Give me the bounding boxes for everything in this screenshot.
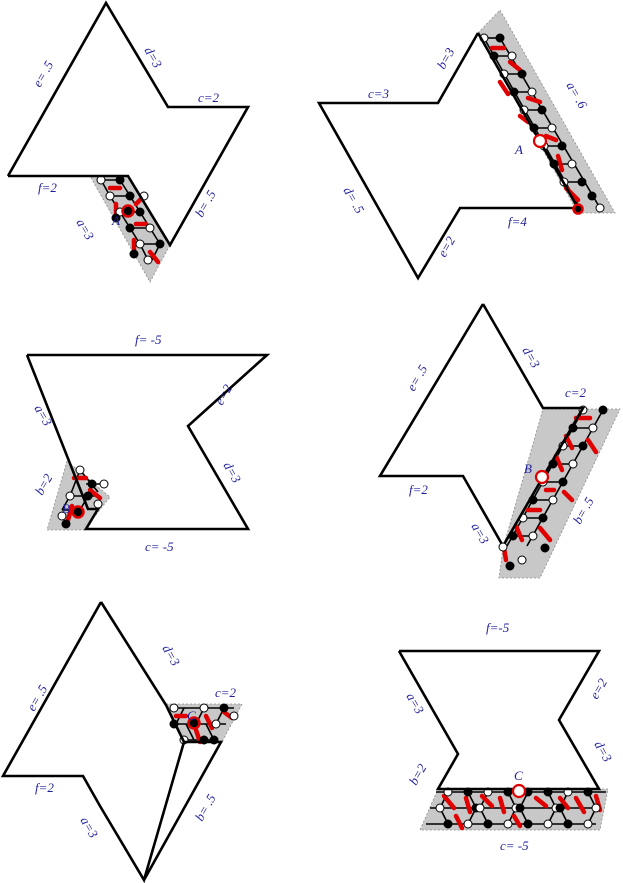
panel-1: e= .5 d=3 c=2 f=2 b= .5 a=3 A [6,0,251,283]
panel-2-label-e: e=2 [435,233,459,259]
panel-5-outline-right [142,740,224,881]
panel-4-point-marker [534,469,550,485]
panel-6-label-d: d=3 [591,738,615,765]
panel-5-lattice [169,703,239,745]
panel-2-label-c: c=3 [368,86,390,101]
panel-5: d=3 c=2 e= .5 f=2 b= .5 a=3 C [0,601,243,883]
panel-5-label-b: b= .5 [192,791,219,823]
panel-3-label-c: c= -5 [145,539,174,554]
panel-4-shaded-strip [498,408,621,579]
panel-5-point-marker [187,716,201,730]
panel-1-point-label: A [111,213,120,228]
panel-3: f= -5 e=2 a=3 d=3 b=2 c= -5 B [25,332,271,554]
panel-5-label-a: a=3 [77,814,101,841]
panel-6-point-label: C [514,768,523,783]
panel-4-label-f: f=2 [409,482,428,497]
panel-4-label-c: c=2 [565,385,587,400]
panel-6-point-marker [511,783,527,799]
panel-1-outline [6,0,251,248]
panel-2-label-d: d= .5 [340,184,367,216]
panel-6-outline [397,649,602,791]
panel-2: b=3 a= .6 c=3 d= .5 e=2 f=4 A [316,9,616,281]
panel-2-label-f: f=4 [508,214,527,229]
panel-1-label-a: a=3 [73,216,97,243]
panel-4-label-e: e= .5 [404,362,431,394]
panel-2-point-label: A [514,142,523,157]
panel-5-label-d: d=3 [159,642,183,669]
panel-5-label-f: f=2 [35,780,54,795]
panel-1-label-e: e= .5 [30,58,57,90]
panel-6-label-b: b=2 [406,761,430,788]
panel-4-label-a: a=3 [468,520,492,547]
panel-2-point-marker [532,133,548,149]
panel-6-label-e: e=2 [587,675,611,701]
panel-4-label-d: d=3 [519,344,543,371]
panel-3-label-d: d=3 [220,459,244,486]
panel-6-label-c: c= -5 [500,838,529,853]
panel-3-lattice [57,465,109,529]
panel-1-label-f: f=2 [38,180,57,195]
panel-1-point-marker [121,204,135,218]
panel-3-label-a: a=3 [31,402,55,429]
panel-4-corner-marker [498,542,508,552]
panel-6-lattice [426,787,606,831]
panel-3-point-marker [71,505,85,519]
panel-2-shaded-strip [477,9,616,214]
panel-5-point-label: C [187,708,196,723]
panel-3-point-label: B [62,501,70,516]
panel-2-label-b: b=3 [434,45,458,72]
panel-3-outline [25,353,271,531]
panel-6: f=-5 a=3 e=2 d=3 b=2 c= -5 C [397,620,616,853]
panel-1-label-b: b= .5 [192,187,219,219]
panel-5-outline [0,601,186,883]
panel-4-point-label: B [524,461,532,476]
panel-5-label-c: c=2 [215,685,237,700]
panel-4: e= .5 d=3 c=2 f=2 b= .5 a=3 B [377,303,621,579]
panel-1-label-c: c=2 [198,90,220,105]
panel-3-label-f: f= -5 [135,332,162,347]
panel-3-label-b: b=2 [32,471,56,498]
panel-2-corner-marker [572,203,584,215]
panel-2-label-a: a= .6 [563,79,590,111]
panel-6-label-f: f=-5 [486,620,510,635]
